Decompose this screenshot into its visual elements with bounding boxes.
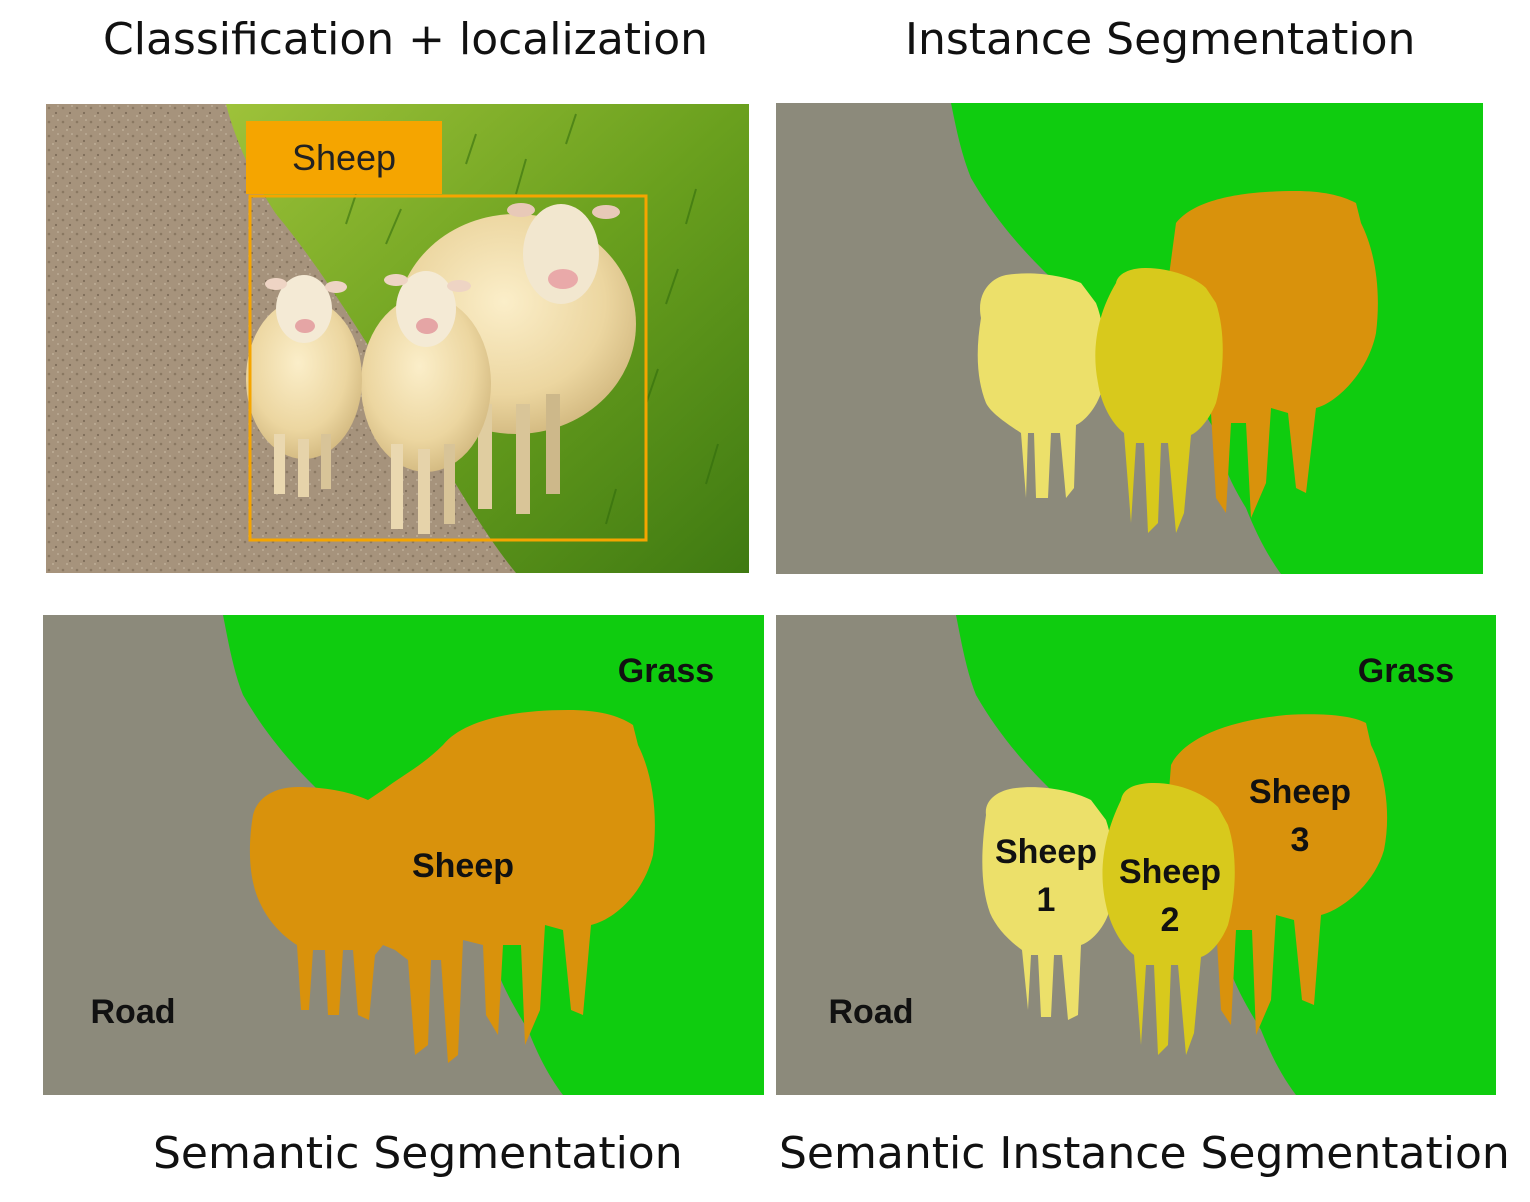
title-instance-segmentation: Instance Segmentation bbox=[905, 14, 1416, 65]
sheep-2-mask bbox=[1102, 783, 1235, 1055]
sheep-photo: Sheep bbox=[46, 104, 749, 573]
semantic-segmentation-panel: Grass Sheep Road bbox=[43, 615, 764, 1095]
sheep-mask bbox=[249, 710, 655, 1063]
semantic-instance-segmentation-mask: Grass Road Sheep 1 Sheep 2 Sheep 3 bbox=[776, 615, 1496, 1095]
semantic-instance-segmentation-panel: Grass Road Sheep 1 Sheep 2 Sheep 3 bbox=[776, 615, 1496, 1095]
sheep-3-mask bbox=[1161, 191, 1378, 518]
small-sheep bbox=[246, 275, 362, 497]
grass-label: Grass bbox=[618, 652, 714, 690]
bounding-box bbox=[248, 194, 648, 542]
sheep-1-mask bbox=[977, 273, 1105, 498]
title-classification-localization: Classification + localization bbox=[103, 14, 709, 65]
box-label: Sheep bbox=[292, 137, 396, 178]
sheep-2-mask bbox=[1095, 268, 1223, 533]
sheep-2-number: 2 bbox=[1161, 901, 1180, 939]
grass-label: Grass bbox=[1358, 652, 1454, 690]
sheep-label: Sheep bbox=[412, 847, 514, 885]
title-semantic-instance-segmentation: Semantic Instance Segmentation bbox=[779, 1128, 1510, 1179]
photo-panel: Sheep bbox=[46, 104, 749, 573]
sheep-1-number: 1 bbox=[1037, 881, 1056, 919]
semantic-segmentation-mask: Grass Sheep Road bbox=[43, 615, 764, 1095]
sheep-2-label: Sheep bbox=[1119, 853, 1221, 891]
instance-segmentation-panel bbox=[776, 103, 1483, 574]
road-label: Road bbox=[91, 993, 176, 1031]
sheep-3-number: 3 bbox=[1291, 821, 1310, 859]
instance-segmentation-mask bbox=[776, 103, 1483, 574]
sheep-3-mask bbox=[1164, 714, 1388, 1035]
title-semantic-segmentation: Semantic Segmentation bbox=[153, 1128, 683, 1179]
sheep-3-label: Sheep bbox=[1249, 773, 1351, 811]
road-label: Road bbox=[829, 993, 914, 1031]
sheep-1-mask bbox=[982, 787, 1114, 1020]
middle-sheep bbox=[361, 271, 491, 534]
box-label-background bbox=[246, 121, 442, 194]
sheep-1-label: Sheep bbox=[995, 833, 1097, 871]
